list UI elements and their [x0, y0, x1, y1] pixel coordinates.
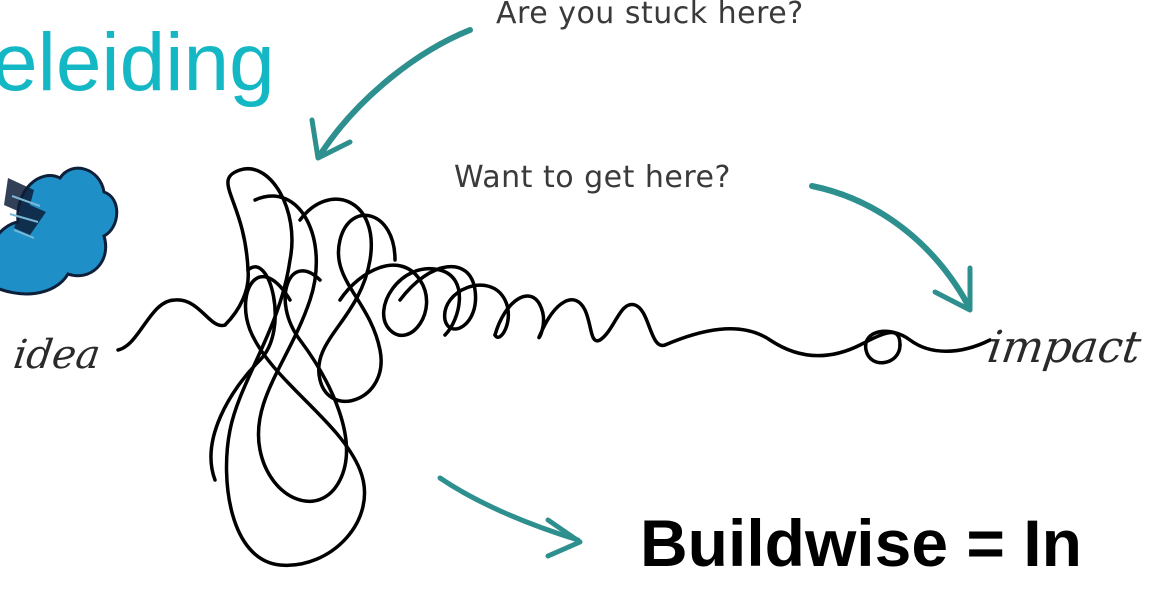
stuck-question: Are you stuck here?: [496, 0, 804, 31]
goal-arrow-icon: [809, 183, 973, 313]
idea-to-impact-scribble: [116, 166, 992, 567]
goal-question: Want to get here?: [454, 160, 731, 195]
buildwise-tagline: Buildwise = In: [640, 506, 1082, 580]
end-label: impact: [984, 322, 1145, 373]
cloud-icon: [0, 166, 119, 296]
start-label: idea: [10, 332, 104, 378]
slide-title: eleiding: [0, 17, 275, 108]
stuck-arrow-icon: [309, 27, 473, 161]
buildwise-arrow-icon: [437, 475, 583, 559]
